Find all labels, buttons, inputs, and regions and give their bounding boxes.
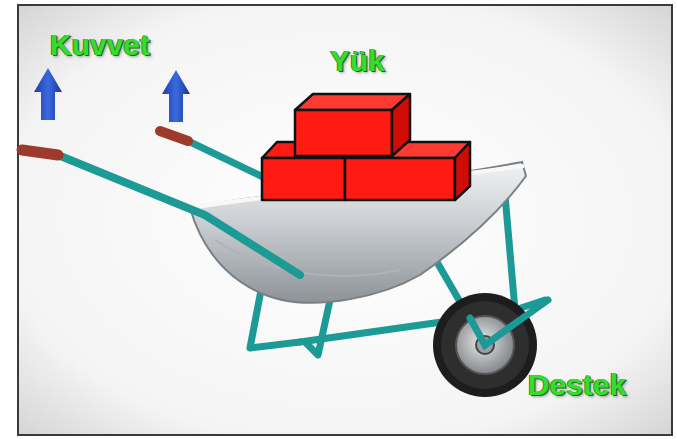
part-label: Destek (528, 370, 626, 400)
frame-border (18, 5, 672, 435)
part-label: Yük (330, 46, 385, 76)
part-label: Kuvvet (50, 30, 150, 60)
force-arrows (34, 68, 190, 122)
